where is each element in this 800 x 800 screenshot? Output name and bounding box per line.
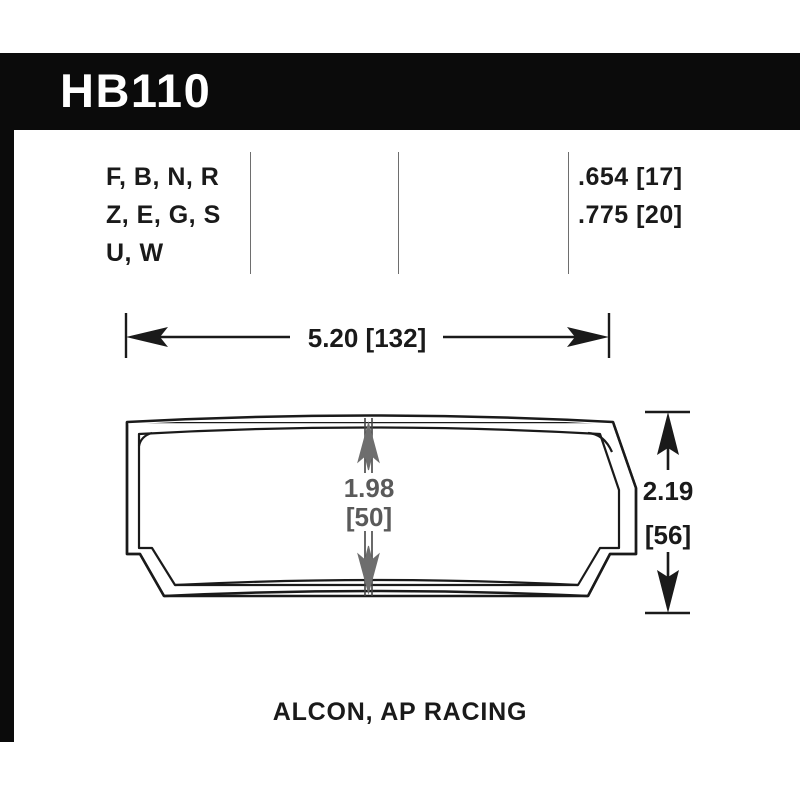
- overall-height-value-mm: [56]: [645, 520, 691, 550]
- center-height-value-mm: [50]: [346, 502, 392, 532]
- center-height-dimension-group: 1.98 [50]: [333, 418, 405, 596]
- compound-codes: F, B, N, R Z, E, G, S U, W: [106, 163, 221, 267]
- spec-divider-2: [398, 152, 399, 274]
- frame-left-rail: [0, 53, 14, 742]
- overall-height-dimension-group: 2.19 [56]: [643, 410, 694, 615]
- center-height-value-inches: 1.98: [344, 473, 395, 503]
- spec-divider-1: [250, 152, 251, 274]
- width-dimension-label: 5.20 [132]: [308, 323, 427, 353]
- thickness-values: .654 [17] .775 [20]: [578, 163, 683, 229]
- overall-height-value-inches: 2.19: [643, 476, 694, 506]
- header-bar: [0, 53, 800, 130]
- friction-material-outline: [137, 426, 621, 587]
- spec-divider-3: [568, 152, 569, 274]
- part-number: HB110: [60, 64, 212, 117]
- manufacturer-label: ALCON, AP RACING: [272, 698, 528, 726]
- width-dimension-group: 5.20 [132]: [124, 313, 611, 358]
